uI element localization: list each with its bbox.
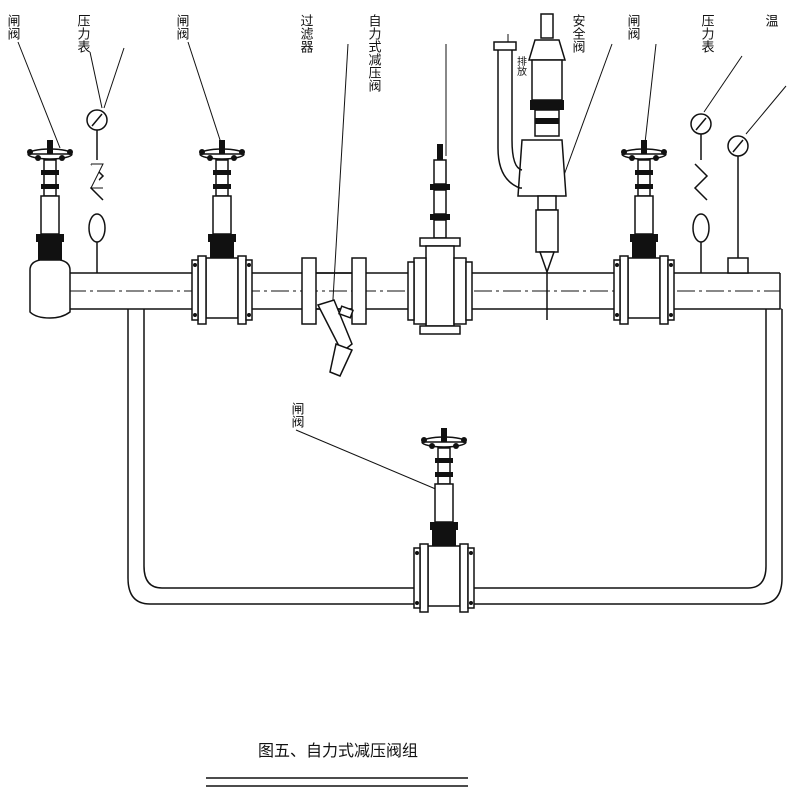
label-regulator: 自力式减压阀 bbox=[366, 14, 382, 92]
figure-caption: 图五、自力式减压阀组 bbox=[258, 741, 418, 760]
gate-valve-bypass bbox=[413, 428, 475, 613]
gate-valve-1 bbox=[27, 140, 73, 260]
safety-valve bbox=[493, 13, 567, 320]
label-thermometer: 温 bbox=[763, 14, 779, 27]
leader-lines bbox=[17, 41, 787, 491]
pressure-gauge-1 bbox=[86, 109, 108, 273]
thermometer bbox=[727, 135, 749, 274]
inlet-elbow bbox=[29, 259, 71, 319]
label-filter: 过滤器 bbox=[298, 14, 314, 54]
label-pressure-gauge-2: 压力表 bbox=[699, 14, 715, 53]
gate-valve-2 bbox=[191, 140, 253, 325]
label-gate-valve-2: 闸阀 bbox=[174, 14, 189, 40]
label-vent: 排放 bbox=[515, 55, 527, 77]
pressure-gauge-2 bbox=[690, 113, 712, 273]
label-safety-valve: 安全阀 bbox=[570, 14, 586, 53]
regulator-valve bbox=[407, 144, 473, 335]
label-gate-valve-3: 闸阀 bbox=[625, 14, 640, 40]
label-pressure-gauge-1: 压力表 bbox=[75, 14, 91, 53]
label-gate-valve-1: 闸阀 bbox=[5, 14, 20, 40]
y-strainer bbox=[301, 257, 367, 377]
label-gate-valve-bypass: 闸阀 bbox=[289, 402, 304, 428]
gate-valve-3 bbox=[613, 140, 675, 325]
